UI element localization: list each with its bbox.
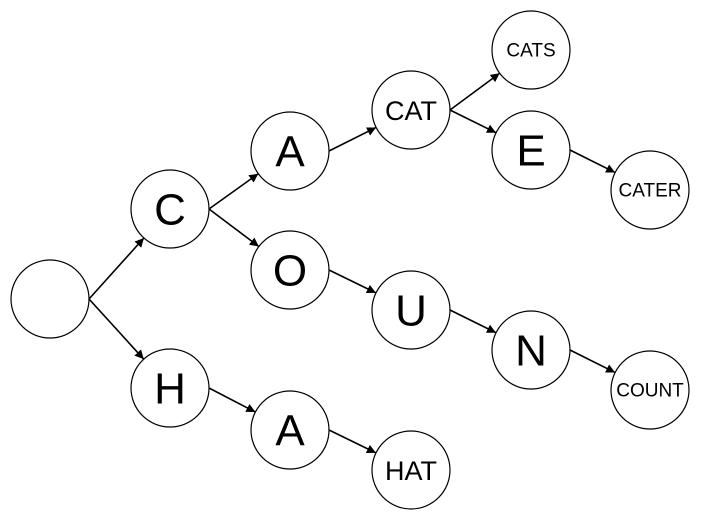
trie-node-co: O [250, 230, 330, 310]
edge-co-to-cou [328, 269, 377, 294]
node-circle [130, 348, 210, 428]
trie-node-root [10, 259, 90, 339]
edge-c-to-ca [208, 173, 259, 210]
trie-node-h: H [130, 348, 210, 428]
edge-h-to-ha [208, 387, 256, 413]
node-label: U [395, 287, 427, 336]
node-circle [371, 430, 451, 510]
trie-node-ca: A [250, 111, 330, 191]
edge-ha-to-hat [328, 429, 377, 454]
edge-c-to-co [208, 208, 260, 248]
node-label: N [515, 327, 547, 376]
node-label: E [516, 127, 545, 176]
edge-cat-to-cats [449, 72, 501, 111]
node-label: H [154, 365, 186, 414]
trie-node-cate: E [491, 110, 571, 190]
trie-node-cats: CATS [491, 10, 571, 90]
edge-coun-to-count [569, 349, 616, 374]
node-label: COUNT [616, 381, 684, 402]
node-label: CAT [385, 96, 437, 126]
node-circle [491, 110, 571, 190]
node-circle [491, 310, 571, 390]
node-layer: C H A O A CAT U HAT CATS E N CATER COUNT [10, 10, 690, 510]
edge-cat-to-cate [449, 109, 497, 134]
node-circle [250, 230, 330, 310]
edge-layer [88, 72, 616, 454]
node-label: A [275, 128, 305, 177]
trie-node-cat: CAT [371, 70, 451, 150]
node-circle [250, 390, 330, 470]
node-circle [491, 10, 571, 90]
trie-node-coun: N [491, 310, 571, 390]
trie-node-cater: CATER [610, 150, 690, 230]
node-label: A [275, 407, 305, 456]
edge-root-to-c [88, 237, 145, 300]
trie-node-count: COUNT [610, 350, 690, 430]
node-circle [10, 259, 90, 339]
node-circle [610, 150, 690, 230]
node-circle [610, 350, 690, 430]
edge-root-to-h [88, 298, 145, 360]
trie-node-hat: HAT [371, 430, 451, 510]
trie-node-cou: U [371, 270, 451, 350]
edge-cate-to-cater [569, 149, 616, 174]
node-label: CATS [506, 41, 555, 62]
node-circle [371, 70, 451, 150]
node-label: HAT [385, 456, 437, 486]
edge-ca-to-cat [328, 126, 377, 152]
node-label: O [273, 247, 307, 296]
node-label: C [154, 186, 186, 235]
trie-node-c: C [130, 169, 210, 249]
trie-node-ha: A [250, 390, 330, 470]
edge-cou-to-coun [449, 309, 497, 334]
node-label: CATER [619, 181, 682, 202]
node-circle [371, 270, 451, 350]
node-circle [130, 169, 210, 249]
node-circle [250, 111, 330, 191]
